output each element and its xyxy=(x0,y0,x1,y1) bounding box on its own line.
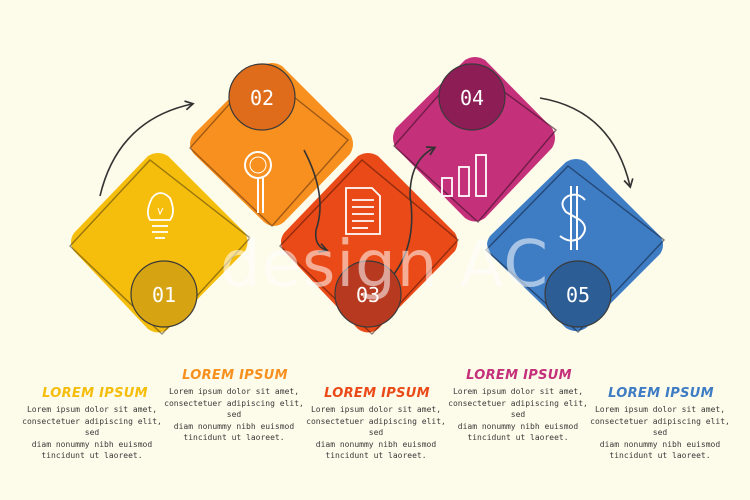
step-05-title: LOREM IPSUM xyxy=(608,386,714,401)
badge-01 xyxy=(130,260,198,328)
arrow-01-to-02 xyxy=(99,100,195,197)
arrow-04-to-05 xyxy=(539,97,634,189)
badge-04 xyxy=(438,63,506,131)
bar-chart-icon xyxy=(441,154,487,197)
step-02-title: LOREM IPSUM xyxy=(182,368,288,383)
step-02-number: 02 xyxy=(250,86,274,110)
badge-05 xyxy=(544,260,612,328)
lightbulb-icon xyxy=(147,192,174,239)
step-04-title: LOREM IPSUM xyxy=(466,368,572,383)
step-04-shape xyxy=(393,57,555,222)
step-02-text: Lorem ipsum dolor sit amet, consectetuer… xyxy=(164,387,304,442)
step-03-number: 03 xyxy=(356,283,380,307)
step-03-title: LOREM IPSUM xyxy=(324,386,430,401)
step-03-text: Lorem ipsum dolor sit amet, consectetuer… xyxy=(306,405,446,460)
badge-02 xyxy=(228,63,296,131)
badge-03 xyxy=(334,260,402,328)
number-badges xyxy=(130,63,612,328)
step-05-number: 05 xyxy=(566,283,590,307)
step-01-text: Lorem ipsum dolor sit amet, consectetuer… xyxy=(22,405,162,460)
dollar-icon xyxy=(559,186,586,250)
watermark: design AC xyxy=(220,228,549,302)
document-icon xyxy=(345,187,381,235)
arrow-02-to-03 xyxy=(303,149,329,253)
step-04-diamond xyxy=(393,57,558,224)
step-04-text: Lorem ipsum dolor sit amet, consectetuer… xyxy=(448,387,588,442)
step-05-diamond xyxy=(484,159,666,333)
step-01-title: LOREM IPSUM xyxy=(42,386,148,401)
step-01-number: 01 xyxy=(152,283,176,307)
step-03-diamond xyxy=(279,153,460,336)
step-05-text: Lorem ipsum dolor sit amet, consectetuer… xyxy=(590,405,730,460)
step-04-number: 04 xyxy=(460,86,484,110)
magnifier-icon xyxy=(244,151,272,213)
step-01-diamond xyxy=(69,153,252,336)
